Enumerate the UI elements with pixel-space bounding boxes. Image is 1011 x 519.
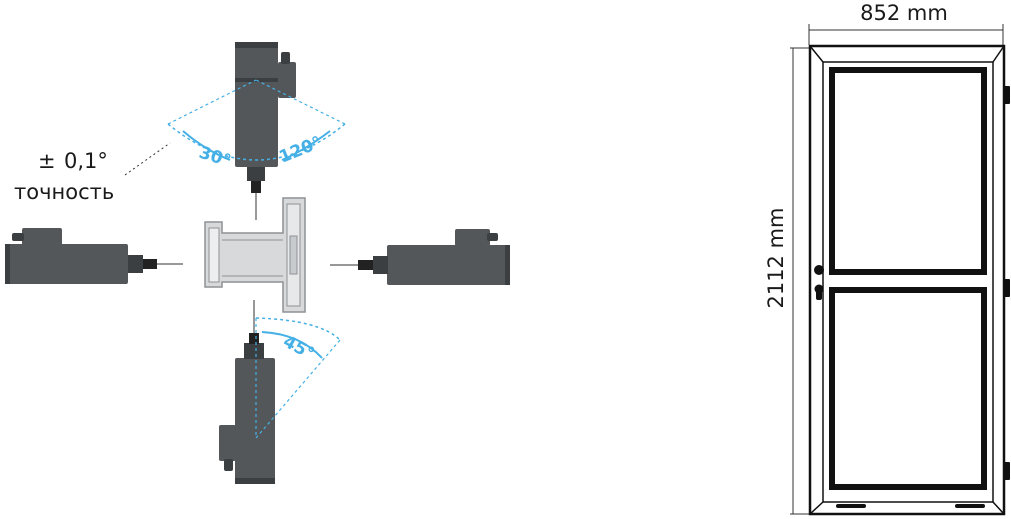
hinge-icon xyxy=(1003,86,1010,480)
angle-30-label: 30° xyxy=(196,143,233,172)
plus-minus-symbol: ± xyxy=(38,149,56,173)
aluminium-profile-icon xyxy=(204,197,306,313)
door-icon xyxy=(790,24,1006,516)
accuracy-note: ± 0,1° точность xyxy=(14,142,171,204)
bottom-angle-indicator xyxy=(255,317,341,439)
motor-icon xyxy=(5,228,183,284)
door-width-label: 852 mm xyxy=(860,1,948,25)
motor-icon xyxy=(219,300,275,484)
door-height-label: 2112 mm xyxy=(764,207,788,308)
top-angle-indicator xyxy=(167,79,346,161)
motor-icon xyxy=(330,229,510,285)
angle-45-label: 45° xyxy=(280,332,318,365)
handle-icon xyxy=(814,265,824,300)
motor-icon xyxy=(235,42,296,220)
angle-120-label: 120° xyxy=(276,133,324,168)
accuracy-label: точность xyxy=(14,180,114,204)
accuracy-value: 0,1° xyxy=(64,149,108,173)
